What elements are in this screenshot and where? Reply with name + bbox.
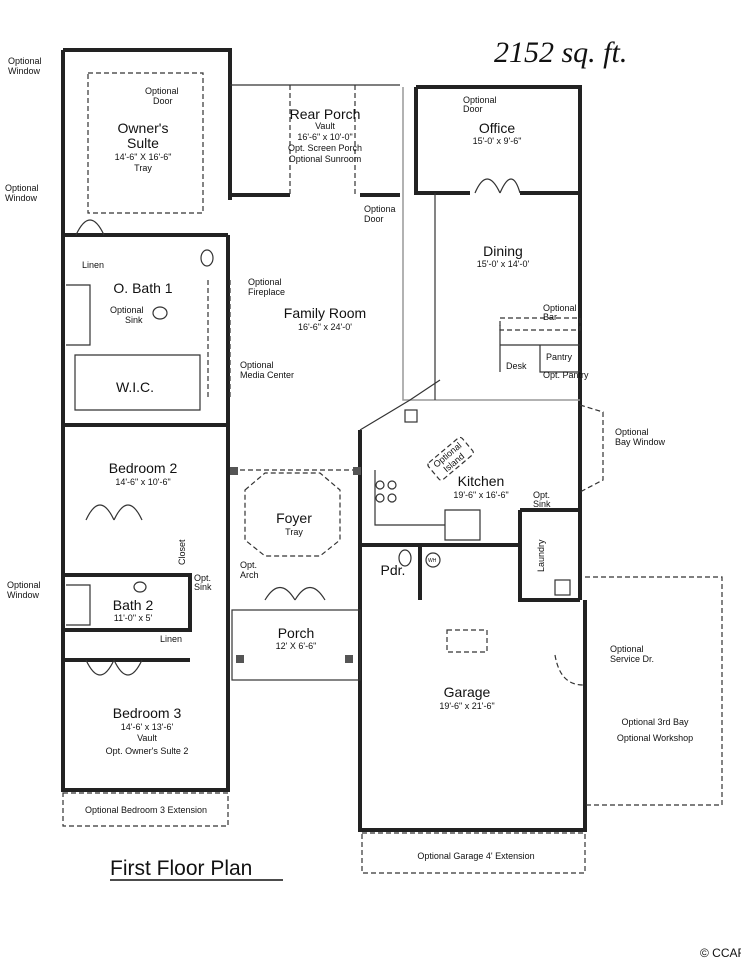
svg-text:Linen: Linen (160, 634, 182, 644)
svg-text:Opt.: Opt. (240, 560, 257, 570)
svg-text:Door: Door (153, 96, 173, 106)
svg-text:Optional Workshop: Optional Workshop (617, 733, 693, 743)
svg-text:Laundry: Laundry (536, 539, 546, 572)
svg-text:19'-6" x 16'-6": 19'-6" x 16'-6" (453, 490, 508, 500)
svg-text:Optional: Optional (110, 305, 144, 315)
svg-text:Door: Door (364, 214, 384, 224)
svg-text:Foyer: Foyer (276, 510, 312, 526)
svg-text:Bar: Bar (543, 312, 557, 322)
svg-text:Optional: Optional (5, 183, 39, 193)
svg-text:14'-6' x 13'-6': 14'-6' x 13'-6' (121, 722, 174, 732)
svg-text:12' X 6'-6": 12' X 6'-6" (276, 641, 317, 651)
svg-text:Owner's: Owner's (118, 120, 169, 136)
svg-text:Opt. Pantry: Opt. Pantry (543, 370, 589, 380)
optional-dashed (62, 72, 723, 874)
svg-text:Optional Garage 4' Extension: Optional Garage 4' Extension (417, 851, 534, 861)
plan-title: First Floor Plan (110, 857, 252, 880)
svg-text:Bath 2: Bath 2 (113, 597, 154, 613)
svg-text:Optional Bedroom 3 Extension: Optional Bedroom 3 Extension (85, 805, 207, 815)
svg-text:Optional Sunroom: Optional Sunroom (289, 154, 362, 164)
svg-text:16'-6" x 10'-0": 16'-6" x 10'-0" (297, 132, 352, 142)
svg-text:Closet: Closet (177, 539, 187, 565)
svg-text:O. Bath 1: O. Bath 1 (113, 280, 172, 296)
svg-text:Garage: Garage (444, 684, 491, 700)
room-labels: Owner's Sulte 14'-6" X 16'-6" Tray Rear … (82, 106, 693, 861)
svg-text:Optional: Optional (610, 644, 644, 654)
thin-lines (66, 84, 580, 681)
svg-text:Dining: Dining (483, 243, 523, 259)
svg-text:Fireplace: Fireplace (248, 287, 285, 297)
svg-text:14'-6" X 16'-6": 14'-6" X 16'-6" (115, 152, 172, 162)
svg-text:Arch: Arch (240, 570, 259, 580)
svg-text:Window: Window (8, 66, 41, 76)
svg-text:Linen: Linen (82, 260, 104, 270)
svg-text:Vault: Vault (315, 121, 335, 131)
svg-text:15'-0' x 9'-6": 15'-0' x 9'-6" (473, 136, 522, 146)
svg-text:11'-0" x 5': 11'-0" x 5' (114, 613, 153, 623)
svg-text:Bay Window: Bay Window (615, 437, 666, 447)
columns (230, 467, 361, 663)
svg-text:19'-6" x 21'-6": 19'-6" x 21'-6" (439, 701, 494, 711)
svg-text:Optional: Optional (240, 360, 274, 370)
svg-text:Bedroom 2: Bedroom 2 (109, 460, 178, 476)
svg-text:Office: Office (479, 120, 516, 136)
svg-text:Optional: Optional (145, 86, 179, 96)
svg-text:Media Center: Media Center (240, 370, 294, 380)
square-footage: 2152 sq. ft. (494, 36, 627, 69)
svg-text:Door: Door (463, 104, 483, 114)
svg-text:Sink: Sink (194, 582, 212, 592)
svg-text:Optional: Optional (248, 277, 282, 287)
svg-text:15'-0' x 14'-0': 15'-0' x 14'-0' (477, 259, 530, 269)
svg-text:Optiona: Optiona (364, 204, 396, 214)
walls (61, 48, 587, 832)
svg-text:Sink: Sink (533, 499, 551, 509)
svg-text:Vault: Vault (137, 733, 157, 743)
svg-text:Optional 3rd Bay: Optional 3rd Bay (621, 717, 689, 727)
svg-text:WH: WH (428, 558, 437, 564)
svg-text:Opt. Owner's Sulte 2: Opt. Owner's Sulte 2 (106, 746, 189, 756)
svg-text:Family Room: Family Room (284, 305, 366, 321)
svg-text:Tray: Tray (285, 527, 303, 537)
svg-text:Sink: Sink (125, 315, 143, 325)
svg-text:Opt.: Opt. (194, 573, 211, 583)
svg-text:Optional: Optional (543, 303, 577, 313)
svg-text:Porch: Porch (278, 625, 315, 641)
svg-text:Opt.: Opt. (533, 490, 550, 500)
svg-text:Bedroom 3: Bedroom 3 (113, 705, 182, 721)
svg-text:Optional: Optional (7, 580, 41, 590)
svg-text:Sulte: Sulte (127, 135, 159, 151)
svg-text:Pdr.: Pdr. (381, 562, 406, 578)
svg-text:Window: Window (7, 590, 40, 600)
svg-text:14'-6" x 10'-6": 14'-6" x 10'-6" (115, 477, 170, 487)
copyright: © CCAR (700, 946, 741, 960)
svg-text:16'-6" x 24'-0': 16'-6" x 24'-0' (298, 322, 352, 332)
svg-text:Kitchen: Kitchen (458, 473, 505, 489)
svg-text:W.I.C.: W.I.C. (116, 379, 154, 395)
svg-text:Optional: Optional (615, 427, 649, 437)
svg-text:Desk: Desk (506, 361, 527, 371)
svg-text:Opt. Screen Porch: Opt. Screen Porch (288, 143, 362, 153)
svg-text:Pantry: Pantry (546, 352, 573, 362)
svg-text:Tray: Tray (134, 163, 152, 173)
svg-text:Optional: Optional (463, 95, 497, 105)
svg-text:Window: Window (5, 193, 38, 203)
svg-text:Service Dr.: Service Dr. (610, 654, 654, 664)
svg-text:Optional: Optional (8, 56, 42, 66)
svg-text:Rear Porch: Rear Porch (290, 106, 361, 122)
